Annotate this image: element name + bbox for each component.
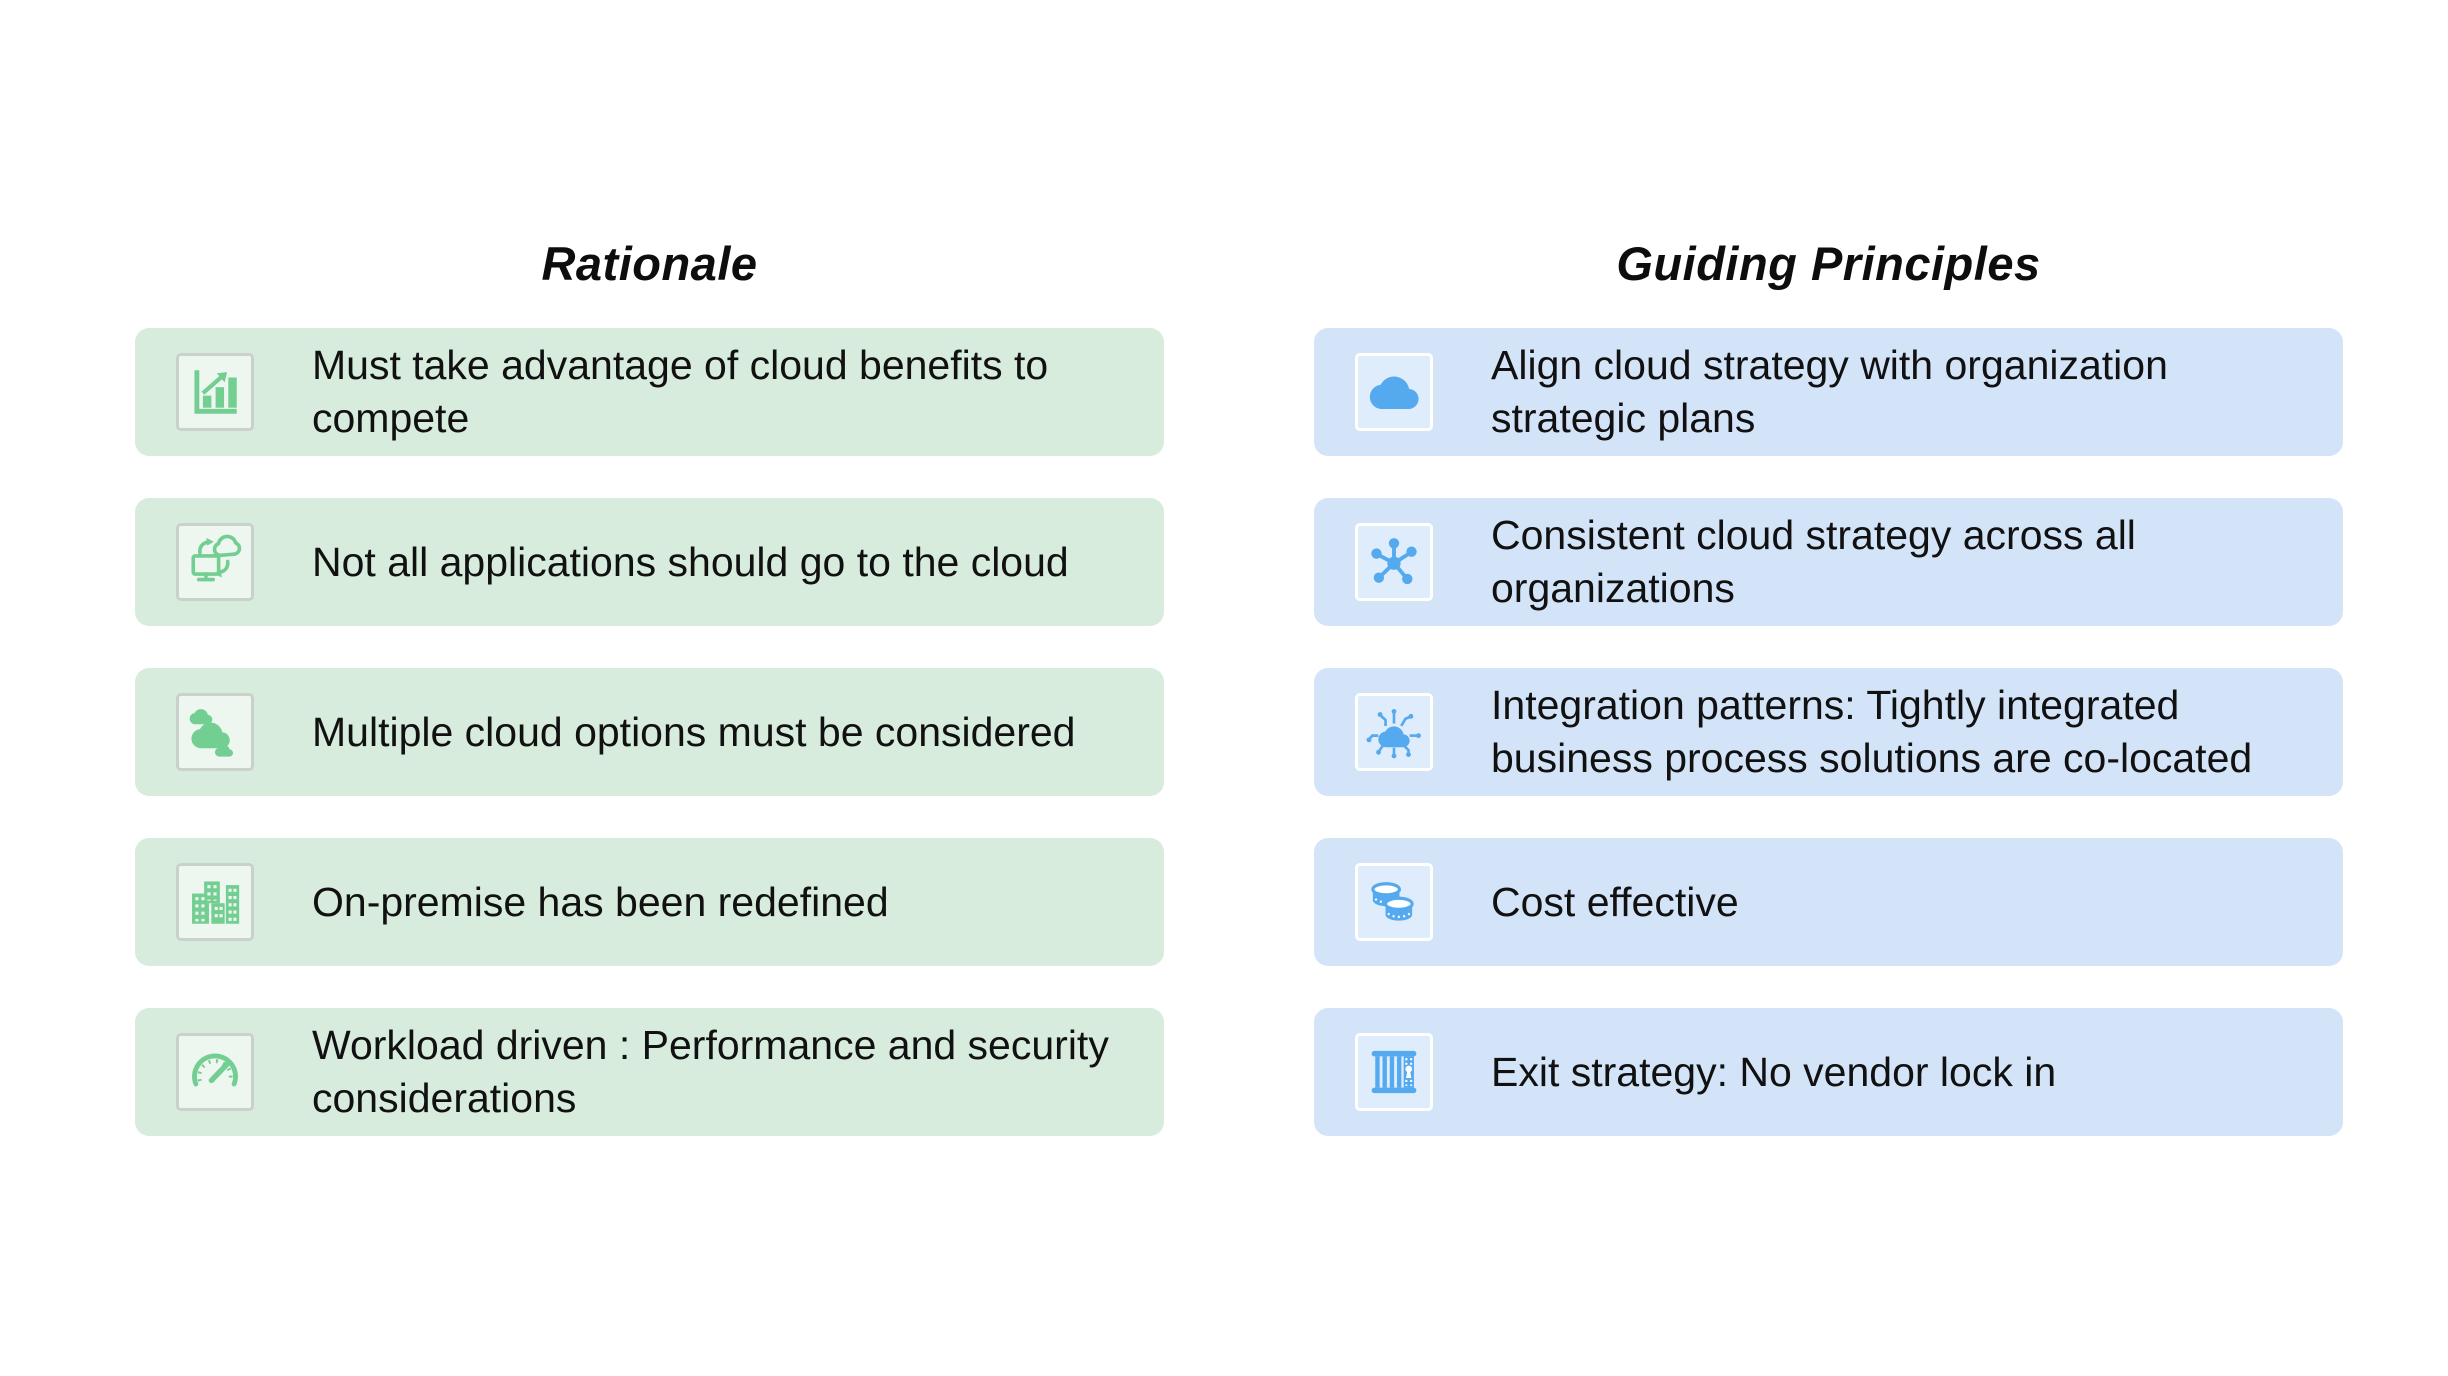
speedometer-icon [176,1033,254,1111]
cloud-computer-sync-icon [176,523,254,601]
list-item-label: Align cloud strategy with organization s… [1491,342,2168,441]
guiding-principles-column: Guiding Principles Align cloud strategy … [1314,236,2343,1178]
jail-bars-lock-icon [1355,1033,1433,1111]
rationale-column: Rationale Must take advantage of cloud b… [135,236,1164,1178]
bar-chart-growth-icon [176,353,254,431]
list-item-label: Not all applications should go to the cl… [312,538,1069,585]
multi-cloud-icon [176,693,254,771]
list-item-label: Consistent cloud strategy across all org… [1491,512,2136,611]
list-item: Multiple cloud options must be considere… [135,668,1164,796]
guiding-principles-list: Align cloud strategy with organization s… [1314,328,2343,1136]
list-item: Cost effective [1314,838,2343,966]
list-item: Workload driven : Performance and securi… [135,1008,1164,1136]
list-item: Align cloud strategy with organization s… [1314,328,2343,456]
list-item: Integration patterns: Tightly integrated… [1314,668,2343,796]
rationale-title: Rationale [541,237,758,290]
list-item: Exit strategy: No vendor lock in [1314,1008,2343,1136]
city-buildings-icon [176,863,254,941]
coin-stacks-icon [1355,863,1433,941]
cloud-icon [1355,353,1433,431]
guiding-principles-title: Guiding Principles [1616,237,2041,290]
list-item-label: Integration patterns: Tightly integrated… [1491,682,2253,781]
list-item-label: Exit strategy: No vendor lock in [1491,1048,2057,1095]
list-item-label: Cost effective [1491,878,1739,925]
list-item-label: Must take advantage of cloud benefits to… [312,342,1049,441]
list-item: Not all applications should go to the cl… [135,498,1164,626]
list-item: Consistent cloud strategy across all org… [1314,498,2343,626]
network-hub-icon [1355,523,1433,601]
list-item-label: On-premise has been redefined [312,878,889,925]
cloud-circuit-icon [1355,693,1433,771]
list-item: On-premise has been redefined [135,838,1164,966]
rationale-list: Must take advantage of cloud benefits to… [135,328,1164,1136]
list-item: Must take advantage of cloud benefits to… [135,328,1164,456]
list-item-label: Multiple cloud options must be considere… [312,708,1076,755]
list-item-label: Workload driven : Performance and securi… [312,1022,1109,1121]
